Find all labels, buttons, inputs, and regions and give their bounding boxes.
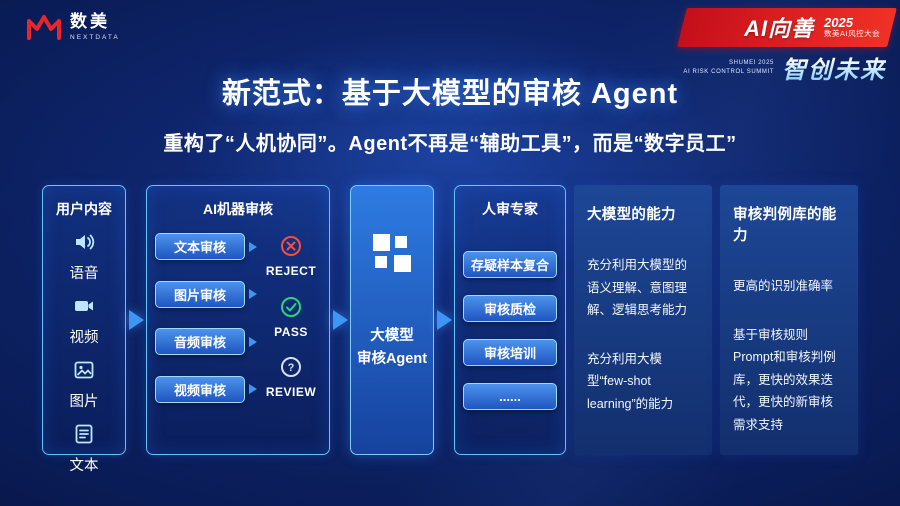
- flow-arrow-1: [126, 185, 146, 455]
- arrow-right-icon: [249, 336, 257, 347]
- event-year: 2025: [824, 14, 853, 30]
- outcome-pass: PASS: [274, 296, 308, 339]
- event-caption-line2: AI RISK CONTROL SUMMIT: [683, 68, 774, 75]
- user-content-item-voice: 语音: [70, 230, 99, 283]
- arrow-right-icon: [249, 289, 257, 300]
- ai-review-box: AI机器审核 文本审核 图片审核 音频审核 视频审核: [146, 185, 330, 455]
- brand-subname: NEXTDATA: [70, 33, 120, 41]
- reject-icon: [280, 235, 302, 262]
- grid-squares-icon: [369, 230, 415, 281]
- event-banner: AI向善 2025 数美AI风控大会: [677, 8, 897, 47]
- llm-agent-title-line2: 审核Agent: [356, 351, 428, 368]
- llm-agent-box: 大模型 审核Agent: [350, 185, 434, 455]
- outcome-label: REVIEW: [265, 385, 317, 399]
- user-content-box: 用户内容 语音 视频: [42, 185, 126, 474]
- voice-icon: [72, 230, 96, 259]
- image-review-button: 图片审核: [155, 280, 245, 308]
- arrow-right-icon: [249, 242, 257, 252]
- human-experts-box: 人审专家 存疑样本复合 审核质检 审核培训 ......: [454, 185, 566, 455]
- outcome-review: ? REVIEW: [266, 356, 316, 399]
- event-caption-line1: SHUMEI 2025: [729, 60, 774, 67]
- svg-text:?: ?: [288, 362, 295, 374]
- llm-agent-title: 大模型 审核Agent: [357, 325, 427, 371]
- event-year-block: 2025 数美AI风控大会: [824, 14, 881, 39]
- shumei-logo-icon: [27, 14, 61, 40]
- user-content-item-video: 视频: [70, 294, 99, 347]
- text-review-button: 文本审核: [155, 233, 245, 260]
- event-conference-name: 数美AI风控大会: [824, 29, 881, 39]
- ai-review-buttons: 文本审核 图片审核 音频审核 视频审核: [155, 233, 245, 403]
- suspect-sample-recheck-button: 存疑样本复合: [463, 251, 557, 278]
- ellipsis-button: ......: [463, 383, 557, 410]
- user-content-label: 图片: [69, 394, 99, 410]
- panel-title: 审核判例库的能力: [733, 207, 837, 244]
- review-qa-button: 审核质检: [463, 295, 557, 322]
- outcome-label: REJECT: [265, 264, 317, 278]
- page-subtitle: 重构了“人机协同”。Agent不再是“辅助工具”，而是“数字员工”: [163, 133, 737, 155]
- case-library-capability-panel: 审核判例库的能力 更高的识别准确率 基于审核规则Prompt和审核判例库，更快的…: [720, 185, 858, 455]
- ai-review-mini-arrows: [245, 233, 261, 403]
- brand-logo: 数美 NEXTDATA: [26, 12, 120, 41]
- event-branding: AI向善 2025 数美AI风控大会 SHUMEI 2025 AI RISK C…: [677, 8, 897, 85]
- outcome-label: PASS: [274, 324, 308, 339]
- event-line2: SHUMEI 2025 AI RISK CONTROL SUMMIT 智创未来: [682, 50, 892, 85]
- flow-arrow-2: [330, 185, 350, 455]
- user-content-label: 文本: [69, 458, 99, 474]
- ai-review-body: 文本审核 图片审核 音频审核 视频审核: [155, 233, 321, 403]
- panel-paragraph: 充分利用大模型的语义理解、意图理解、逻辑思考能力: [587, 258, 688, 317]
- user-content-item-image: 图片: [70, 358, 99, 411]
- page-title: 新范式：基于大模型的审核 Agent: [221, 78, 679, 110]
- flow-diagram: 用户内容 语音 视频: [42, 185, 858, 474]
- flow-arrow-3: [434, 185, 454, 455]
- arrow-right-icon: [332, 310, 348, 330]
- audio-review-button: 音频审核: [155, 328, 245, 356]
- arrow-right-icon: [128, 310, 144, 330]
- panel-title: 大模型的能力: [587, 207, 676, 223]
- ai-review-outcomes: REJECT PASS: [261, 233, 321, 399]
- panel-paragraph: 基于审核规则Prompt和审核判例库，更快的效果迭代，更快的新审核需求支持: [733, 327, 836, 432]
- outcome-reject: REJECT: [266, 235, 316, 278]
- image-icon: [72, 358, 96, 387]
- video-icon: [72, 294, 96, 323]
- review-training-button: 审核培训: [463, 339, 557, 366]
- brand-text: 数美 NEXTDATA: [70, 12, 120, 41]
- video-review-button: 视频审核: [155, 375, 245, 403]
- human-experts-title: 人审专家: [482, 201, 538, 217]
- user-content-label: 视频: [69, 330, 99, 346]
- user-content-label: 语音: [69, 266, 99, 282]
- pass-icon: [280, 296, 302, 323]
- llm-agent-title-line1: 大模型: [370, 328, 414, 344]
- arrow-right-icon: [249, 383, 257, 394]
- panel-paragraph: 更高的识别准确率: [733, 279, 834, 293]
- user-content-title: 用户内容: [56, 201, 112, 217]
- event-slogan-line2: 智创未来: [782, 50, 886, 85]
- ai-review-title: AI机器审核: [203, 201, 273, 217]
- panel-paragraph: 充分利用大模型“few-shot learning”的能力: [587, 351, 674, 411]
- brand-name: 数美: [70, 12, 110, 31]
- review-question-icon: ?: [280, 356, 302, 383]
- llm-capability-panel: 大模型的能力 充分利用大模型的语义理解、意图理解、逻辑思考能力 充分利用大模型“…: [574, 185, 712, 455]
- event-caption: SHUMEI 2025 AI RISK CONTROL SUMMIT: [683, 59, 774, 75]
- event-slogan-line1: AI向善: [744, 16, 815, 41]
- arrow-right-icon: [436, 310, 452, 330]
- user-content-item-text: 文本: [70, 422, 99, 475]
- text-icon: [72, 422, 96, 451]
